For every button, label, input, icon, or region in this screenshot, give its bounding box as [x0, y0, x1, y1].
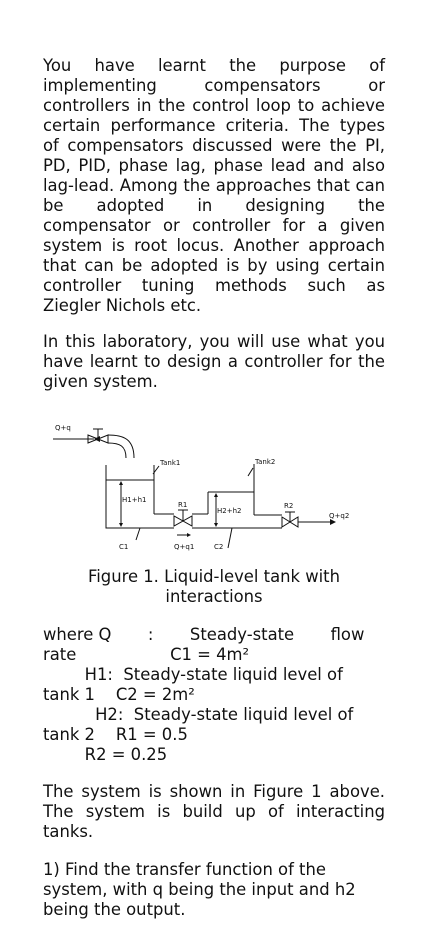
r1-label: R1 — [178, 501, 187, 509]
definition-line: rate C1 = 4m² — [43, 645, 250, 664]
tank2-label: Tank2 — [254, 458, 275, 466]
definition-line: H2: Steady-state liquid level of — [43, 705, 354, 724]
r1-valve-left — [173, 515, 185, 527]
caption-line-2: interactions — [165, 587, 263, 606]
c1-label: C1 — [119, 543, 128, 551]
h2-label: H2+h2 — [217, 507, 241, 515]
lab-paragraph: In this laboratory, you will use what yo… — [43, 332, 385, 391]
figure-caption: Figure 1. Liquid-level tank with interac… — [43, 567, 385, 607]
question-1: 1) Find the transfer function of the sys… — [43, 860, 356, 919]
r2-valve-right — [289, 516, 299, 528]
inflow-label: Q+q — [55, 424, 71, 432]
definition-line: tank 2 R1 = 0.5 — [43, 725, 188, 744]
definition-line: H1: Steady-state liquid level of — [43, 665, 343, 684]
intro-paragraph: You have learnt the purpose of implement… — [43, 56, 385, 315]
tank1-label: Tank1 — [159, 459, 180, 467]
c2-label: C2 — [214, 543, 223, 551]
inlet-pipe-upper — [107, 434, 135, 459]
definition-line: tank 1 C2 = 2m² — [43, 685, 195, 704]
definition-line: R2 = 0.25 — [43, 745, 168, 764]
r1-valve-right — [181, 515, 193, 527]
r2-valve-left — [281, 516, 291, 528]
tank1-wall-left — [105, 465, 154, 529]
r2-label: R2 — [284, 502, 293, 510]
variable-definitions: where Q : Steady-state flow rate C1 = 4m… — [43, 625, 385, 765]
inlet-pipe-lower — [107, 442, 127, 459]
q1-label: Q+q1 — [174, 543, 194, 551]
q2-label: Q+q2 — [329, 512, 349, 520]
definition-line: where Q : Steady-state flow — [43, 625, 365, 644]
system-paragraph: The system is shown in Figure 1 above. T… — [43, 782, 385, 841]
tank-diagram: Q+q Tank1 Tank2 H1+h1 H2+h2 R1 R2 Q+q1 Q… — [53, 424, 349, 551]
inlet-valve-left — [87, 434, 100, 444]
caption-line-1: Figure 1. Liquid-level tank with — [88, 567, 340, 586]
inlet-valve-right — [96, 434, 109, 444]
h1-label: H1+h1 — [122, 496, 146, 504]
